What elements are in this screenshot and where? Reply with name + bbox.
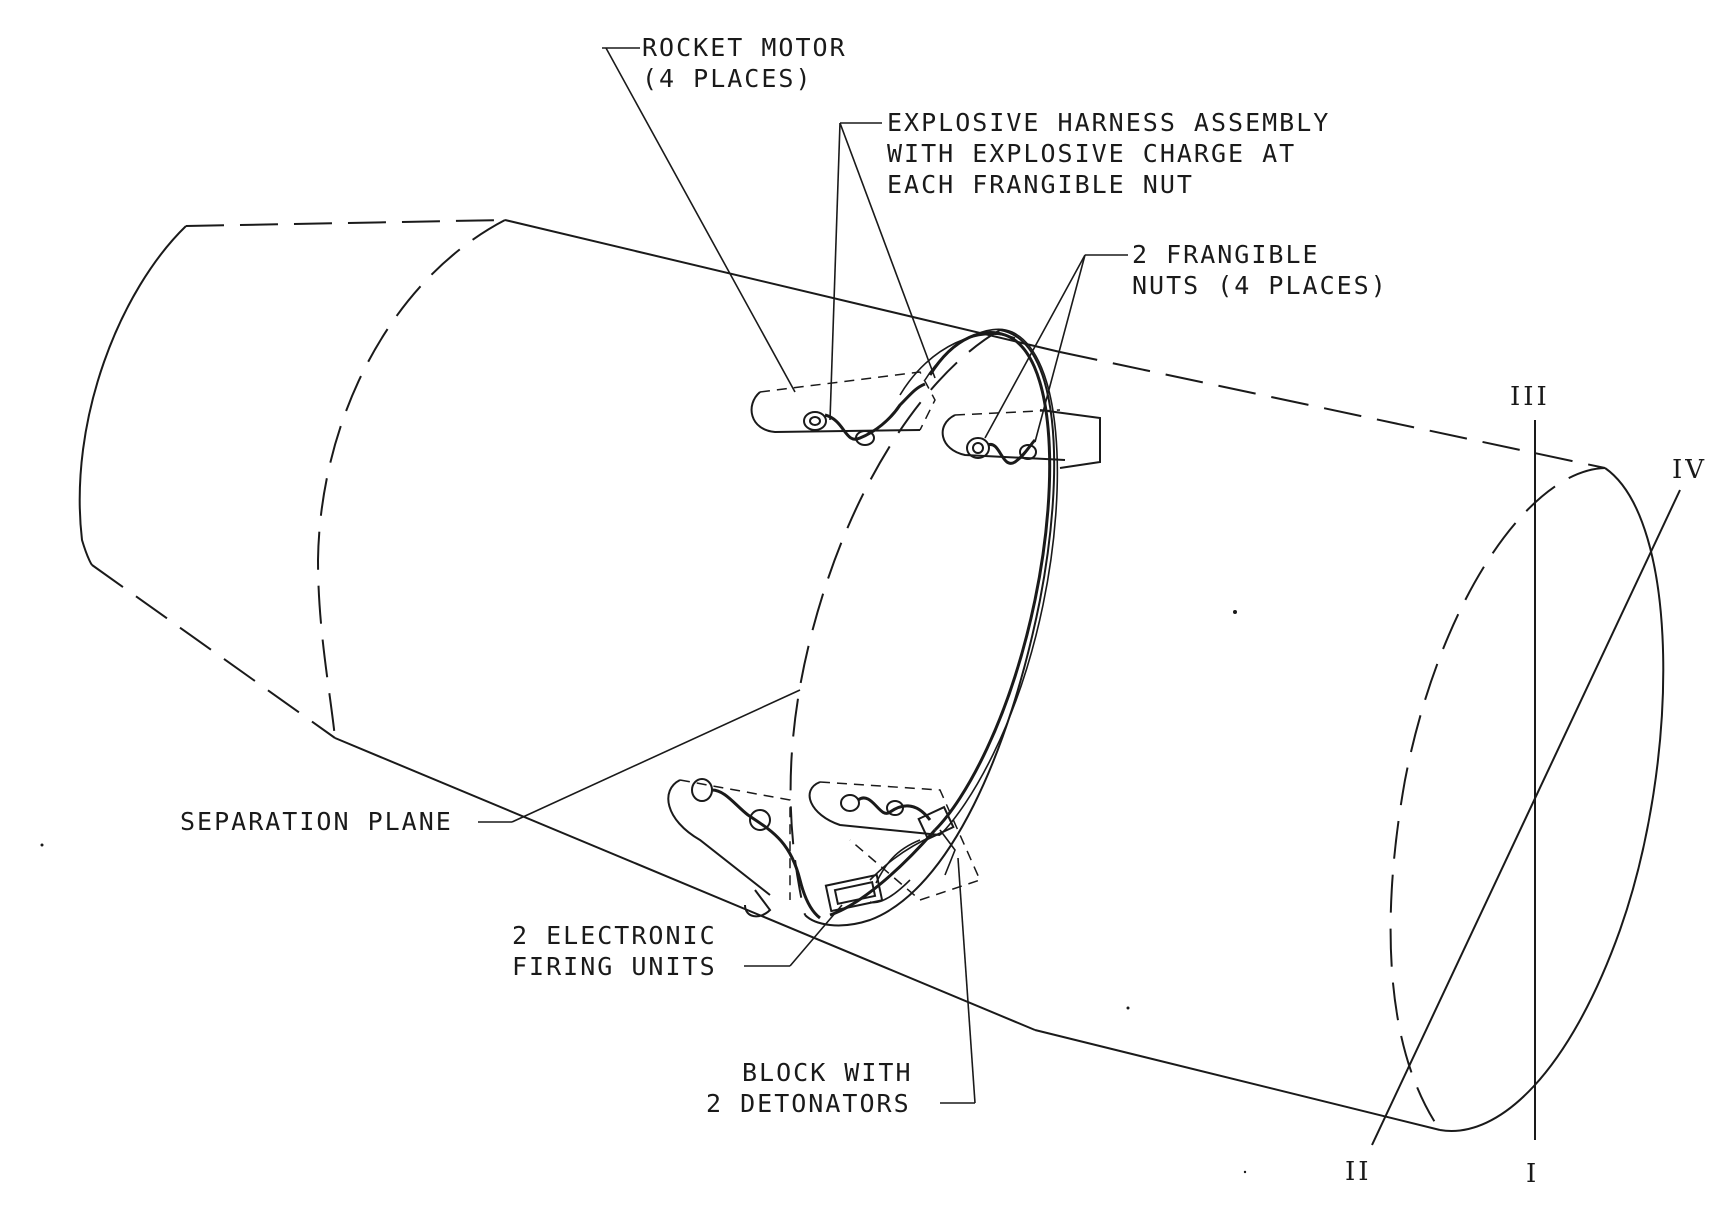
aft-end-front-arc bbox=[1439, 467, 1665, 1132]
lower-left-bracket bbox=[667, 778, 821, 920]
axes bbox=[1371, 420, 1681, 1146]
harness-cable-1 bbox=[928, 331, 1052, 832]
axis-label-iii: III bbox=[1510, 382, 1550, 412]
separation-plane-ellipse-rear bbox=[789, 329, 1001, 916]
detonator-block bbox=[917, 805, 955, 841]
frangible-nut-icon bbox=[840, 794, 860, 812]
frangible-nut-icon bbox=[749, 809, 771, 831]
frangible-nut-icon bbox=[886, 800, 904, 816]
harness-label-3: EACH FRANGIBLE NUT bbox=[887, 170, 1194, 199]
harness-cable-2 bbox=[924, 328, 1059, 836]
firing-units-label-1: 2 ELECTRONIC bbox=[512, 921, 717, 950]
aft-end-rear-arc bbox=[1389, 467, 1606, 1131]
frangible-nuts-label-1: 2 FRANGIBLE bbox=[1132, 240, 1320, 269]
rocket-motor-label: ROCKET MOTOR bbox=[642, 33, 847, 62]
frangible-nuts-label-2: NUTS (4 PLACES) bbox=[1132, 271, 1388, 300]
firing-units-label-2: FIRING UNITS bbox=[512, 952, 717, 981]
harness-cable-3 bbox=[899, 333, 1016, 396]
nose-cone-top-edge bbox=[185, 219, 506, 227]
upper-right-bracket bbox=[941, 409, 1101, 469]
nose-cone-bottom-edge bbox=[91, 564, 336, 739]
cylinder-bottom-edge-1 bbox=[334, 737, 1036, 1031]
harness-label-1: EXPLOSIVE HARNESS ASSEMBLY bbox=[887, 108, 1330, 137]
frangible-nut-icon bbox=[803, 411, 827, 431]
axis-label-i: I bbox=[1526, 1159, 1539, 1189]
frangible-nut-icon bbox=[966, 437, 990, 459]
block-detonators-label-1: BLOCK WITH bbox=[742, 1058, 913, 1087]
nose-cone-base-ring bbox=[316, 219, 506, 739]
separation-ring bbox=[789, 328, 1059, 927]
separation-plane-label: SEPARATION PLANE bbox=[180, 807, 453, 836]
upper-left-bracket bbox=[750, 371, 936, 446]
harness-label-2: WITH EXPLOSIVE CHARGE AT bbox=[887, 139, 1296, 168]
block-detonators-label-2: 2 DETONATORS bbox=[706, 1089, 911, 1118]
frangible-nut-icon bbox=[1019, 444, 1037, 460]
cylinder-top-edge-2 bbox=[1059, 351, 1606, 469]
electronic-firing-units bbox=[824, 839, 921, 913]
labels: ROCKET MOTOR (4 PLACES) EXPLOSIVE HARNES… bbox=[180, 33, 1707, 1189]
harness-cable-lower bbox=[829, 829, 937, 917]
leader-lines bbox=[478, 47, 1128, 1104]
scan-specks bbox=[40, 610, 1247, 1174]
cylinder-bottom-edge-2 bbox=[1034, 1029, 1441, 1131]
vehicle-body-outline bbox=[78, 219, 1665, 1132]
frangible-nut-icon bbox=[691, 778, 713, 802]
axis-ii-iv-line bbox=[1371, 489, 1681, 1146]
lower-right-bracket bbox=[808, 781, 982, 901]
nose-cone-end bbox=[78, 225, 187, 566]
axis-label-iv: IV bbox=[1672, 455, 1707, 485]
axis-label-ii: II bbox=[1345, 1157, 1372, 1187]
cylinder-top-edge-1 bbox=[504, 219, 1061, 353]
rocket-motor-label-2: (4 PLACES) bbox=[642, 64, 813, 93]
